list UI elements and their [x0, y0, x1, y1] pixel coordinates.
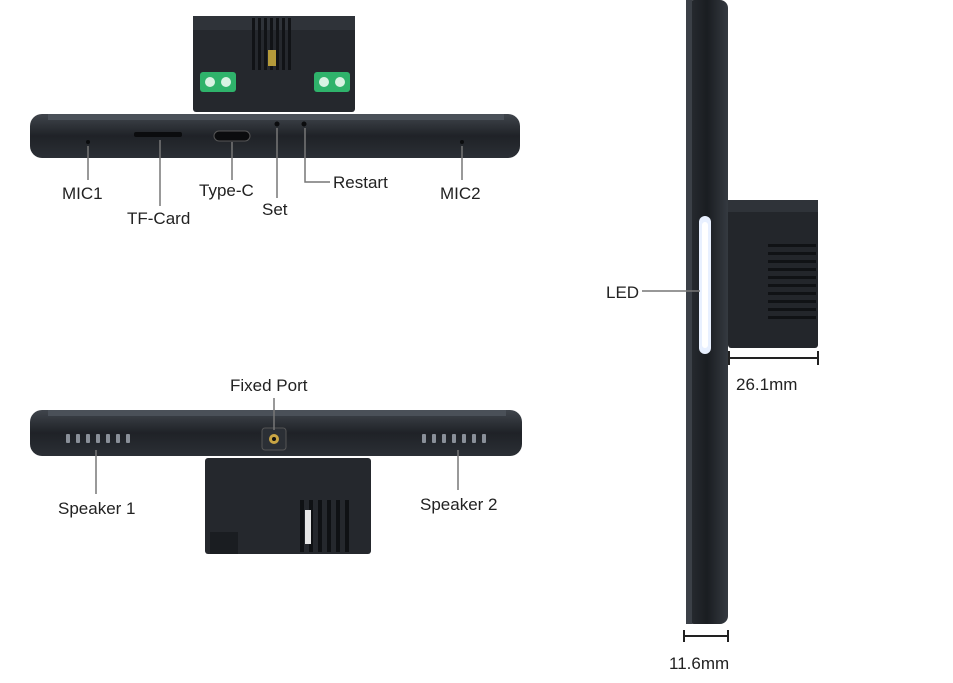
top-view	[30, 16, 520, 206]
label-led: LED	[606, 283, 640, 302]
speaker-1-grille	[66, 434, 130, 443]
label-speaker-2: Speaker 2	[420, 495, 498, 514]
side-heatsink	[768, 244, 816, 319]
top-body	[30, 114, 520, 158]
bottom-leader-lines	[95, 398, 459, 494]
mic1-hole	[86, 140, 90, 144]
label-mic1: MIC1	[62, 184, 103, 203]
mic2-hole	[460, 140, 464, 144]
label-fixed-port: Fixed Port	[230, 376, 308, 395]
label-tf-card: TF-Card	[127, 209, 191, 228]
bottom-view	[30, 398, 522, 554]
depth-dimension-line	[728, 351, 819, 365]
terminal-right	[314, 72, 350, 92]
terminal-left	[200, 72, 236, 92]
top-leader-lines	[87, 128, 463, 206]
thickness-dimension-line	[683, 630, 729, 642]
label-speaker-1: Speaker 1	[58, 499, 136, 518]
label-set: Set	[262, 200, 288, 219]
label-thickness-dimension: 11.6mm	[669, 654, 730, 673]
restart-button-hole	[301, 121, 307, 127]
label-mic2: MIC2	[440, 184, 481, 203]
tf-card-slot	[134, 132, 182, 137]
top-heatsink	[252, 18, 291, 70]
side-back-module	[728, 200, 818, 348]
label-depth-dimension: 26.1mm	[736, 375, 798, 394]
label-type-c: Type-C	[199, 181, 254, 200]
label-restart: Restart	[333, 173, 388, 192]
type-c-port	[213, 130, 251, 142]
side-view	[642, 0, 819, 642]
speaker-2-grille	[422, 434, 486, 443]
set-button-hole	[274, 121, 280, 127]
